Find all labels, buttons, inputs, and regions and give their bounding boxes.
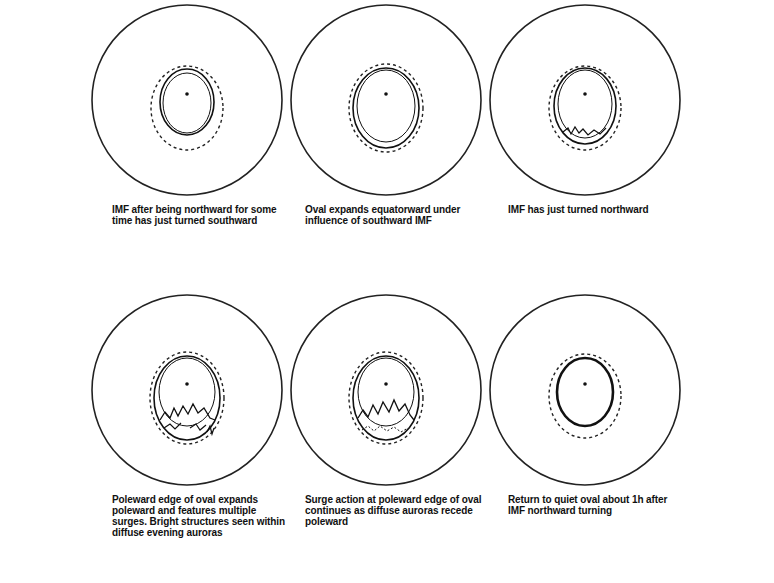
- bright-structure: [207, 426, 214, 434]
- panel-caption: Oval expands equatorward under influence…: [305, 204, 483, 226]
- dashed-ovals: [150, 64, 621, 444]
- earth-circles: [92, 5, 680, 485]
- pole-dot: [185, 382, 189, 386]
- surge-line: [160, 404, 215, 420]
- diffuse-aurora: [362, 426, 408, 432]
- pole-dot: [583, 92, 587, 96]
- panel-caption: Surge action at poleward edge of oval co…: [305, 494, 483, 527]
- solid-oval: [160, 69, 214, 135]
- solid-oval: [554, 68, 616, 144]
- bright-structure: [164, 423, 181, 429]
- dashed-oval: [349, 64, 423, 152]
- pole-dot: [384, 382, 388, 386]
- earth-circle: [291, 5, 481, 195]
- solid-oval: [358, 358, 414, 426]
- surge-line: [563, 127, 606, 135]
- solid-oval: [353, 356, 419, 440]
- dashed-oval: [549, 354, 621, 438]
- solid-oval: [159, 358, 215, 426]
- solid-oval: [357, 70, 415, 142]
- earth-circle: [92, 5, 282, 195]
- pole-dot: [185, 92, 189, 96]
- dashed-oval: [549, 66, 621, 150]
- dashed-oval: [150, 352, 224, 444]
- earth-circle: [291, 295, 481, 485]
- surge-line: [358, 400, 414, 420]
- earth-circle: [490, 295, 680, 485]
- solid-oval: [557, 358, 613, 426]
- solid-ovals: [154, 68, 616, 440]
- earth-circle: [490, 5, 680, 195]
- pole-dot: [583, 382, 587, 386]
- earth-circle: [92, 295, 282, 485]
- solid-oval: [353, 68, 419, 148]
- bright-structure: [190, 424, 206, 430]
- dashed-oval: [349, 352, 423, 444]
- pole-dots: [185, 92, 587, 386]
- panel-caption: IMF has just turned northward: [508, 204, 686, 215]
- dashed-oval: [151, 66, 223, 150]
- panel-caption: Return to quiet oval about 1h after IMF …: [508, 494, 686, 516]
- panel-caption: Poleward edge of oval expands poleward a…: [112, 494, 290, 538]
- pole-dot: [384, 92, 388, 96]
- panel-caption: IMF after being northward for some time …: [112, 204, 290, 226]
- solid-oval: [154, 356, 220, 440]
- solid-oval: [558, 70, 612, 138]
- solid-oval: [163, 73, 211, 133]
